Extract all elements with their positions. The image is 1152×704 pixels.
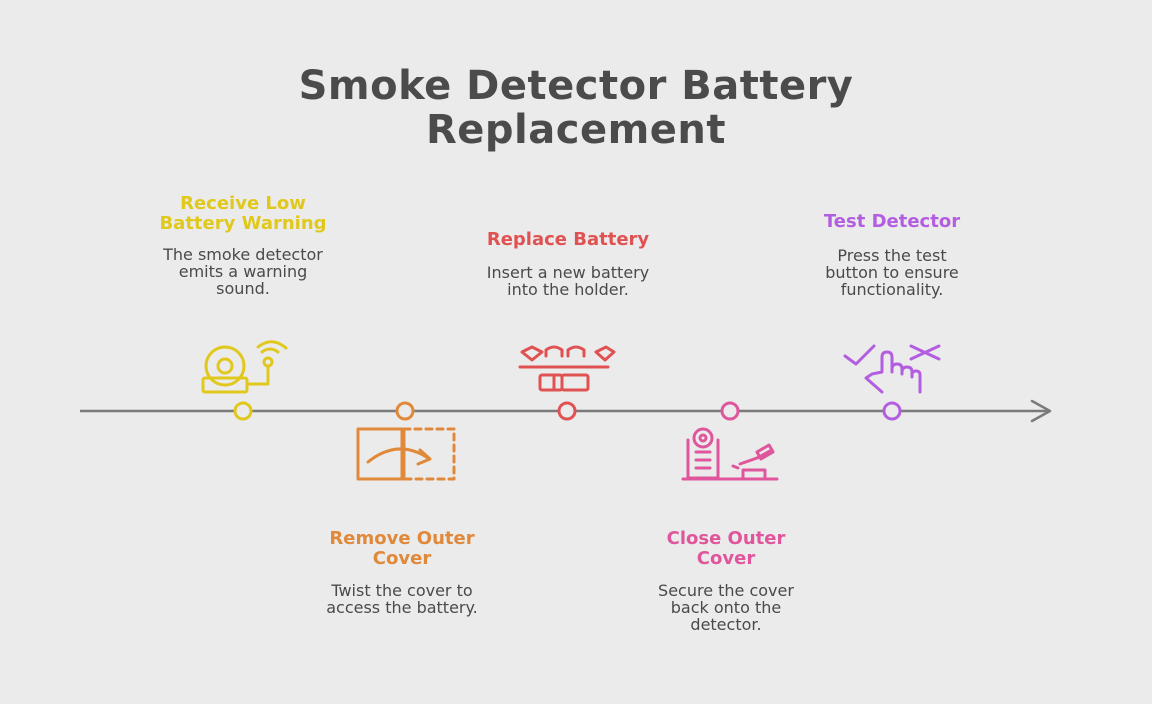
alarm-bell-icon	[201, 340, 288, 394]
step-description-line: emits a warning	[178, 262, 308, 281]
timeline-marker	[233, 401, 253, 421]
timeline-marker	[720, 401, 740, 421]
test-hand-icon	[843, 344, 941, 394]
step-remove-cover: Remove Outer Cover Twist the cover to ac…	[272, 529, 532, 617]
step-title: Remove Outer Cover	[272, 529, 532, 569]
step-title: Test Detector	[762, 212, 1022, 232]
step-test-detector: Test Detector Press the test button to e…	[762, 212, 1022, 299]
timeline-marker	[395, 401, 415, 421]
step-description-line: detector.	[690, 615, 762, 634]
step-title-line: Cover	[696, 548, 756, 569]
step-description-line: button to ensure	[825, 263, 959, 282]
step-description-line: access the battery.	[326, 598, 478, 617]
step-title-line: Cover	[372, 548, 432, 569]
step-description-line: functionality.	[840, 280, 944, 299]
step-title-line: Replace Battery	[486, 229, 650, 250]
step-description-line: Press the test	[837, 246, 947, 265]
step-title: Close Outer Cover	[596, 529, 856, 569]
timeline-marker	[882, 401, 902, 421]
step-description: Insert a new battery into the holder.	[438, 264, 698, 298]
step-title: Receive Low Battery Warning	[113, 194, 373, 234]
step-description-line: The smoke detector	[163, 245, 323, 264]
step-description-line: back onto the	[670, 598, 782, 617]
step-description-line: sound.	[216, 279, 270, 298]
page-title: Smoke Detector Battery Replacement	[0, 64, 1152, 152]
step-title-line: Close Outer	[666, 528, 786, 549]
step-description-line: Insert a new battery	[486, 263, 650, 282]
battery-holder-icon	[518, 345, 616, 392]
step-description-line: Secure the cover	[658, 581, 794, 600]
step-description-line: into the holder.	[507, 280, 629, 299]
step-description-line: Twist the cover to	[331, 581, 473, 600]
step-description: Twist the cover to access the battery.	[272, 582, 532, 616]
step-title-line: Remove Outer	[329, 528, 475, 549]
step-title-line: Receive Low	[180, 193, 306, 214]
step-title-line: Battery Warning	[159, 213, 327, 234]
step-receive-warning: Receive Low Battery Warning The smoke de…	[113, 194, 373, 298]
step-title-line: Test Detector	[823, 211, 961, 232]
step-close-cover: Close Outer Cover Secure the cover back …	[596, 529, 856, 634]
timeline-arrowhead	[1030, 399, 1052, 423]
step-description: Secure the cover back onto the detector.	[596, 582, 856, 633]
detector-cover-icon	[681, 427, 779, 481]
step-replace-battery: Replace Battery Insert a new battery int…	[438, 230, 698, 299]
step-title: Replace Battery	[438, 230, 698, 250]
cover-rotate-icon	[356, 427, 456, 481]
page-title-line-2: Replacement	[425, 107, 726, 153]
page-title-line-1: Smoke Detector Battery	[298, 63, 854, 109]
step-description: The smoke detector emits a warning sound…	[113, 246, 373, 297]
timeline-marker	[557, 401, 577, 421]
step-description: Press the test button to ensure function…	[762, 247, 1022, 298]
